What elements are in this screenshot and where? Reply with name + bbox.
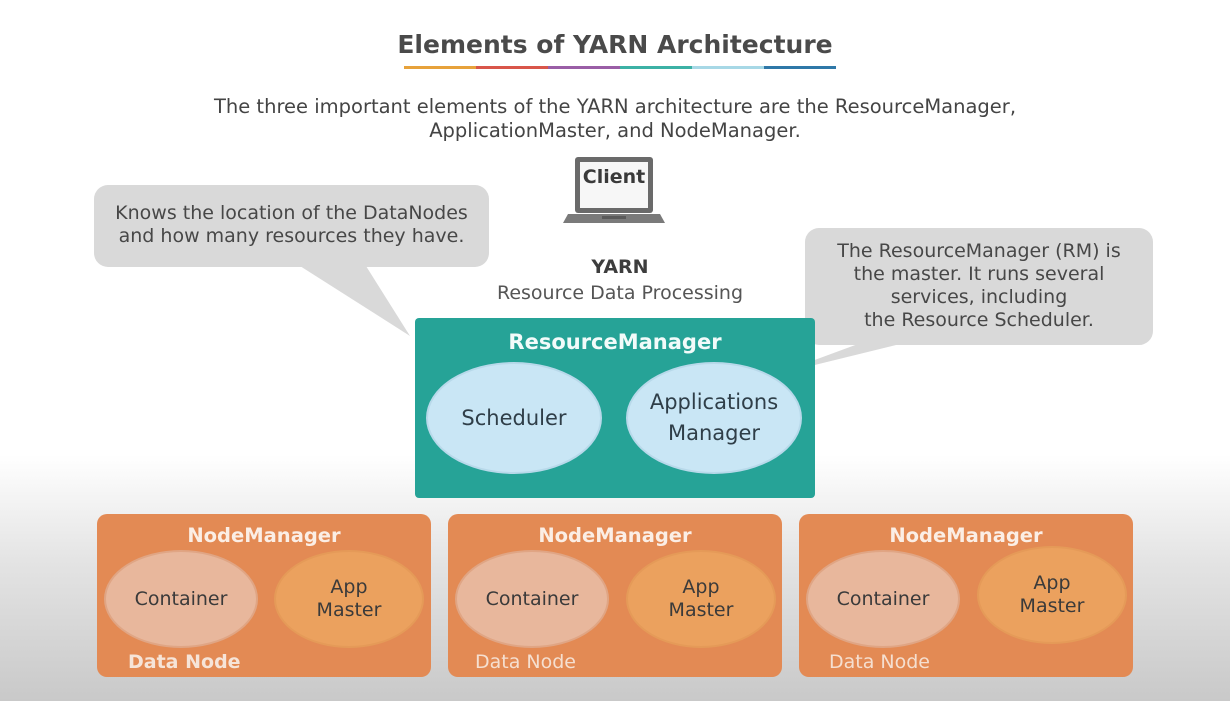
app-master-line-2: Master bbox=[668, 599, 734, 621]
callout-right-line-2: the master. It runs several bbox=[853, 263, 1105, 285]
node-manager-title: NodeManager bbox=[187, 524, 341, 547]
callout-right-line-1: The ResourceManager (RM) is bbox=[837, 240, 1121, 262]
app-master-line-2: Master bbox=[316, 599, 382, 621]
app-master-line-1: App bbox=[330, 576, 368, 598]
callout-right-line-4: the Resource Scheduler. bbox=[864, 309, 1094, 331]
data-node-label: Data Node bbox=[128, 651, 241, 673]
node-manager-title: NodeManager bbox=[538, 524, 692, 547]
applications-manager-line-1: Applications bbox=[649, 390, 779, 414]
intro-line-1: The three important elements of the YARN… bbox=[213, 95, 1017, 118]
app-master-node: App Master bbox=[274, 550, 424, 648]
callout-left-line-1: Knows the location of the DataNodes bbox=[115, 202, 468, 224]
container-node: Container bbox=[104, 550, 258, 648]
scheduler-node: Scheduler bbox=[426, 362, 602, 474]
app-master-line-2: Master bbox=[1019, 595, 1085, 617]
container-node: Container bbox=[806, 550, 960, 648]
left-callout-pointer bbox=[300, 266, 410, 336]
app-master-node: App Master bbox=[977, 546, 1127, 644]
data-node-label: Data Node bbox=[829, 651, 930, 673]
app-master-line-1: App bbox=[682, 576, 720, 598]
data-node-label: Data Node bbox=[475, 651, 576, 673]
intro-text: The three important elements of the YARN… bbox=[150, 95, 1080, 143]
node-manager-2: NodeManager Container App Master Data No… bbox=[448, 514, 782, 677]
client-laptop: Client bbox=[562, 156, 666, 226]
applications-manager-node: Applications Manager bbox=[626, 362, 802, 474]
resource-manager-title: ResourceManager bbox=[508, 330, 722, 354]
app-master-line-1: App bbox=[1033, 572, 1071, 594]
callout-rm-info: The ResourceManager (RM) is the master. … bbox=[805, 228, 1153, 345]
intro-line-2: ApplicationMaster, and NodeManager. bbox=[429, 119, 801, 142]
callout-right-line-3: services, including bbox=[890, 286, 1068, 308]
applications-manager-line-2: Manager bbox=[667, 421, 761, 445]
title-underline bbox=[404, 66, 836, 69]
page-title: Elements of YARN Architecture bbox=[397, 30, 833, 59]
container-label: Container bbox=[134, 588, 228, 610]
container-label: Container bbox=[485, 588, 579, 610]
resource-manager-box: ResourceManager Scheduler Applications M… bbox=[415, 318, 815, 498]
yarn-label: YARN bbox=[591, 256, 649, 278]
callout-left-line-2: and how many resources they have. bbox=[118, 225, 465, 247]
node-manager-1: NodeManager Container App Master Data No… bbox=[97, 514, 431, 677]
client-label: Client bbox=[582, 166, 646, 188]
container-label: Container bbox=[836, 588, 930, 610]
node-manager-3: NodeManager Container App Master Data No… bbox=[799, 514, 1133, 677]
callout-datanodes-info: Knows the location of the DataNodes and … bbox=[94, 185, 489, 267]
yarn-sublabel: Resource Data Processing bbox=[496, 282, 744, 304]
laptop-icon bbox=[563, 157, 665, 223]
container-node: Container bbox=[455, 550, 609, 648]
node-manager-title: NodeManager bbox=[889, 524, 1043, 547]
scheduler-label: Scheduler bbox=[461, 405, 567, 430]
app-master-node: App Master bbox=[626, 550, 776, 648]
